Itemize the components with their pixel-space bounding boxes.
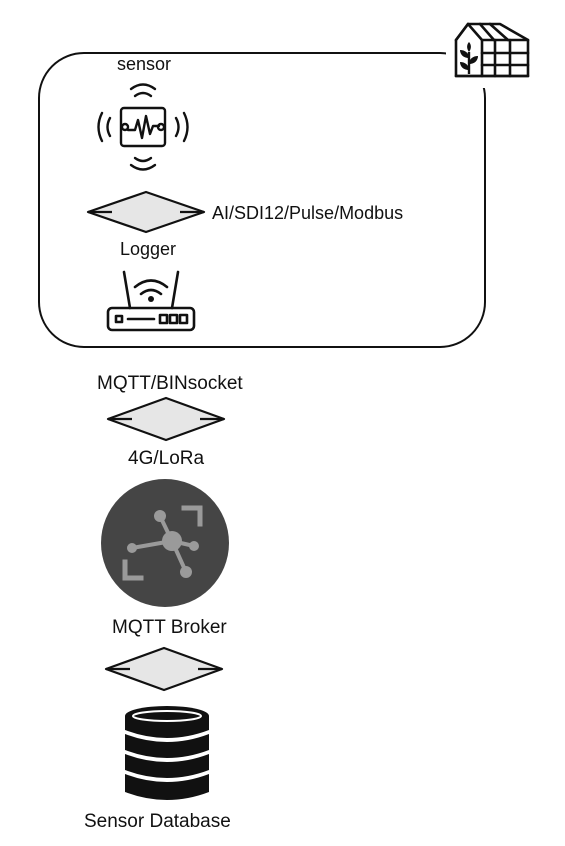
network-link-label: 4G/LoRa [128,448,205,469]
wifi-router-icon [106,270,196,332]
sensor-label: sensor [117,54,172,74]
mqtt-broker-icon [101,479,229,607]
transport-protocol-label: MQTT/BINsocket [97,373,243,394]
broker-database-link-icon [104,646,224,692]
vibration-sensor-icon [97,83,189,171]
database-label: Sensor Database [84,811,231,832]
database-icon [125,706,209,800]
broker-label: MQTT Broker [112,617,227,638]
greenhouse-icon [454,22,530,78]
logger-label: Logger [120,239,177,259]
sensor-logger-link-icon [86,190,206,234]
field-site-frame [38,52,486,348]
sensor-interface-label: AI/SDI12/Pulse/Modbus [212,203,404,223]
logger-broker-link-icon [106,396,226,442]
